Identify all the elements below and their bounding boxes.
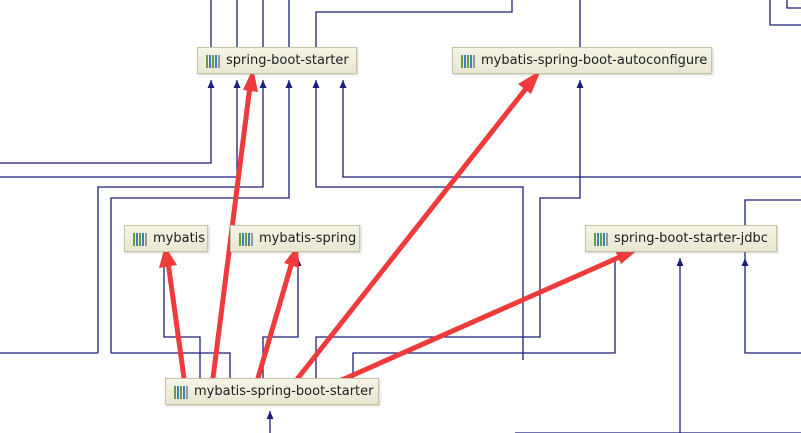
maven-library-icon bbox=[133, 232, 148, 246]
edge-line bbox=[163, 258, 201, 378]
maven-library-icon bbox=[174, 385, 189, 399]
node-label: spring-boot-starter-jdbc bbox=[614, 231, 768, 246]
maven-library-icon bbox=[206, 54, 221, 68]
arrowhead bbox=[266, 411, 274, 419]
edge-line bbox=[262, 258, 299, 378]
arrowhead bbox=[233, 80, 241, 88]
arrowhead bbox=[207, 80, 215, 88]
edge-line bbox=[97, 80, 264, 353]
node-spring-boot-starter[interactable]: spring-boot-starter bbox=[197, 47, 357, 74]
arrowhead bbox=[576, 80, 584, 88]
edge-line bbox=[352, 258, 616, 378]
edge-line bbox=[744, 258, 801, 354]
highlight-arrow-to-mybatis bbox=[165, 259, 187, 381]
highlight-arrowhead bbox=[614, 248, 640, 264]
edge-line bbox=[0, 80, 212, 164]
node-label: mybatis-spring bbox=[259, 231, 357, 246]
arrowhead bbox=[741, 258, 749, 266]
arrowhead bbox=[312, 80, 320, 88]
arrowhead bbox=[259, 80, 267, 88]
maven-library-icon bbox=[239, 232, 254, 246]
node-label: mybatis-spring-boot-starter bbox=[194, 384, 374, 399]
arrowhead bbox=[339, 80, 347, 88]
edge-line bbox=[342, 80, 801, 178]
edge-line bbox=[769, 0, 801, 26]
node-mybatis[interactable]: mybatis bbox=[124, 225, 208, 252]
highlight-arrowhead bbox=[243, 68, 258, 92]
maven-library-icon bbox=[461, 54, 476, 68]
edge-line bbox=[315, 0, 513, 47]
node-mybatis-spring[interactable]: mybatis-spring bbox=[230, 225, 360, 252]
edge-line bbox=[786, 0, 801, 9]
node-label: mybatis-spring-boot-autoconfigure bbox=[481, 53, 708, 68]
node-mybatis-spring-boot-autoconfigure[interactable]: mybatis-spring-boot-autoconfigure bbox=[452, 47, 712, 74]
node-spring-boot-starter-jdbc[interactable]: spring-boot-starter-jdbc bbox=[585, 225, 777, 252]
edge-line bbox=[110, 80, 290, 353]
node-label: mybatis bbox=[153, 231, 206, 246]
highlight-arrowhead bbox=[518, 70, 541, 94]
highlight-arrow-to-autoconfigure bbox=[295, 83, 531, 381]
edge-line bbox=[315, 80, 524, 360]
highlight-arrow-to-jdbc bbox=[323, 253, 625, 390]
edge-line bbox=[111, 352, 231, 378]
maven-library-icon bbox=[594, 232, 609, 246]
arrowhead bbox=[285, 80, 293, 88]
arrowhead bbox=[676, 258, 684, 266]
edge-line bbox=[315, 80, 581, 378]
node-mybatis-spring-boot-starter[interactable]: mybatis-spring-boot-starter bbox=[165, 378, 379, 405]
node-label: spring-boot-starter bbox=[226, 53, 349, 68]
highlight-arrow-to-mybatis-spring bbox=[255, 259, 295, 381]
